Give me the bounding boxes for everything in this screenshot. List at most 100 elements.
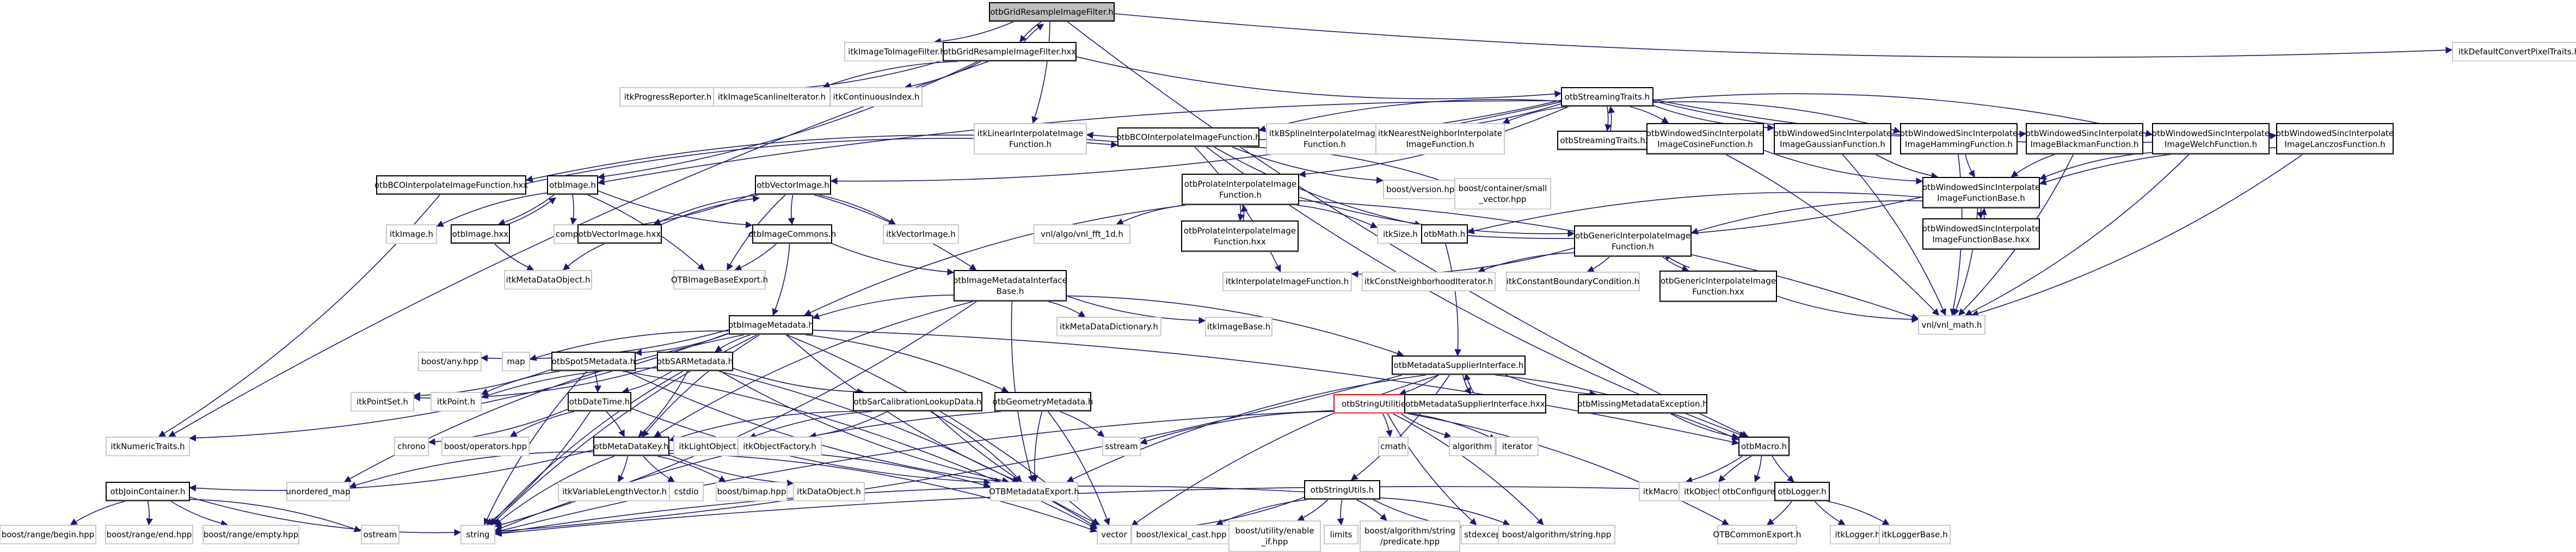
graph-node-boost-enable-if[interactable]: boost/utility/enable _if.hpp	[1228, 520, 1321, 552]
graph-node-generic-h[interactable]: otbGenericInterpolateImage Function.h	[1574, 225, 1692, 257]
graph-node-boost-range-end[interactable]: boost/range/end.hpp	[105, 525, 193, 544]
graph-node-ostream[interactable]: ostream	[361, 525, 399, 544]
graph-node-itk-nearest[interactable]: itkNearestNeighborInterpolate ImageFunct…	[1375, 123, 1505, 155]
include-edge	[1258, 99, 1561, 132]
graph-node-itk-interp-fn[interactable]: itkInterpolateImageFunction.h	[1222, 272, 1352, 291]
graph-node-boost-bimap[interactable]: boost/bimap.hpp	[716, 482, 788, 501]
graph-node-boost-any[interactable]: boost/any.hpp	[418, 352, 482, 371]
graph-node-streaming-traits-hxx[interactable]: otbStreamingTraits.hxx	[1557, 131, 1658, 150]
graph-node-bco-h[interactable]: otbBCOInterpolateImageFunction.h	[1116, 127, 1261, 147]
graph-node-otb-math[interactable]: otbMath.h	[1421, 224, 1468, 244]
graph-node-otb-image[interactable]: otbImage.h	[547, 175, 598, 195]
graph-node-ws-base-hxx[interactable]: otbWindowedSincInterpolate ImageFunction…	[1922, 218, 2040, 250]
graph-node-root[interactable]: otbGridResampleImageFilter.h	[989, 2, 1115, 22]
graph-node-imd-interface-base[interactable]: otbImageMetadataInterface Base.h	[953, 270, 1067, 302]
graph-node-itk-logger-base[interactable]: itkLoggerBase.h	[1879, 525, 1951, 544]
graph-node-itk-meta-data-dictionary[interactable]: itkMetaDataDictionary.h	[1056, 317, 1161, 336]
graph-node-bco-hxx[interactable]: otbBCOInterpolateImageFunction.hxx	[374, 175, 528, 195]
graph-node-itk-size[interactable]: itkSize.h	[1377, 224, 1424, 244]
graph-node-chrono[interactable]: chrono	[394, 437, 429, 456]
graph-node-ws-gaussian[interactable]: otbWindowedSincInterpolate ImageGaussian…	[1774, 123, 1891, 155]
graph-node-itk-progress-reporter[interactable]: itkProgressReporter.h	[619, 87, 716, 107]
graph-node-otb-image-hxx[interactable]: otbImage.hxx	[451, 224, 510, 244]
graph-node-prolate-h[interactable]: otbProlateInterpolateImage Function.h	[1182, 174, 1299, 205]
include-edge	[631, 408, 991, 486]
graph-node-itk-numeric-traits[interactable]: itkNumericTraits.h	[106, 437, 190, 456]
graph-node-itk-b-spline[interactable]: itkBSplineInterpolateImage Function.h	[1266, 123, 1384, 155]
graph-node-itk-image-base[interactable]: itkImageBase.h	[1205, 317, 1272, 336]
graph-node-itk-const-boundary[interactable]: itkConstantBoundaryCondition.h	[1506, 272, 1640, 291]
graph-node-boost-range-begin[interactable]: boost/range/begin.hpp	[0, 525, 96, 544]
graph-node-string[interactable]: string	[460, 525, 495, 544]
graph-node-ws-cosine[interactable]: otbWindowedSincInterpolate ImageCosineFu…	[1646, 123, 1764, 155]
graph-node-itk-continuous-index[interactable]: itkContinuousIndex.h	[830, 87, 923, 107]
graph-node-image-metadata[interactable]: otbImageMetadata.h	[728, 315, 814, 335]
graph-node-md-supplier[interactable]: otbMetadataSupplierInterface.h	[1392, 355, 1526, 375]
graph-node-sar-metadata[interactable]: otbSARMetadata.h	[657, 352, 733, 371]
graph-node-ws-hamming[interactable]: otbWindowedSincInterpolate ImageHammingF…	[1900, 123, 2018, 155]
graph-node-streaming-traits[interactable]: otbStreamingTraits.h	[1561, 87, 1653, 107]
graph-node-vnl-fft[interactable]: vnl/algo/vnl_fft_1d.h	[1034, 224, 1130, 244]
graph-node-sar-calib[interactable]: otbSarCalibrationLookupData.h	[853, 392, 982, 412]
graph-node-string-utils[interactable]: otbStringUtils.h	[1304, 480, 1380, 500]
graph-node-boost-predicate[interactable]: boost/algorithm/string /predicate.hpp	[1360, 520, 1460, 552]
graph-node-cmath[interactable]: cmath	[1378, 437, 1409, 456]
graph-node-itk-image-scanline-iterator[interactable]: itkImageScanlineIterator.h	[713, 87, 831, 107]
graph-node-otb-metadata-export[interactable]: OTBMetadataExport.h	[989, 482, 1079, 501]
graph-node-otb-vector-image[interactable]: otbVectorImage.h	[755, 175, 831, 195]
graph-node-limits[interactable]: limits	[1324, 525, 1358, 544]
graph-node-algorithm[interactable]: algorithm	[1449, 437, 1496, 456]
graph-node-otb-logger[interactable]: otbLogger.h	[1774, 482, 1830, 501]
graph-node-unordered-map[interactable]: unordered_map	[286, 482, 351, 501]
graph-node-image-commons[interactable]: otbImageCommons.h	[748, 224, 836, 244]
graph-node-missing-md[interactable]: otbMissingMetadataException.h	[1577, 394, 1708, 414]
graph-node-boost-version[interactable]: boost/version.hpp	[1383, 180, 1463, 199]
graph-node-itk-point-set[interactable]: itkPointSet.h	[351, 392, 414, 412]
graph-node-map[interactable]: map	[502, 352, 530, 371]
graph-node-geom-metadata[interactable]: otbGeometryMetadata.h	[993, 392, 1093, 412]
graph-node-itk-point[interactable]: itkPoint.h	[431, 392, 482, 412]
graph-node-itk-image[interactable]: itkImage.h	[386, 224, 437, 244]
graph-node-otb-vector-image-hxx[interactable]: otbVectorImage.hxx	[577, 224, 662, 244]
graph-node-prolate-hxx[interactable]: otbProlateInterpolateImage Function.hxx	[1181, 220, 1299, 252]
graph-node-date-time[interactable]: otbDateTime.h	[568, 392, 631, 412]
graph-node-itk-image-to-image-filter[interactable]: itkImageToImageFilter.h	[844, 42, 949, 62]
graph-node-ws-welch[interactable]: otbWindowedSincInterpolate ImageWelchFun…	[2152, 123, 2270, 155]
graph-node-iterator[interactable]: iterator	[1496, 437, 1539, 456]
graph-node-boost-operators[interactable]: boost/operators.hpp	[441, 437, 530, 456]
graph-node-itk-v-l-v[interactable]: itkVariableLengthVector.h	[558, 482, 671, 501]
graph-node-otb-macro[interactable]: otbMacro.h	[1738, 437, 1790, 456]
graph-node-vnl-math[interactable]: vnl/vnl_math.h	[1918, 315, 1985, 335]
include-edge	[813, 329, 1739, 446]
graph-node-ws-lanczos[interactable]: otbWindowedSincInterpolate ImageLanczosF…	[2276, 123, 2394, 155]
include-edge	[497, 194, 555, 226]
graph-node-itk-default-convert-pixel-traits[interactable]: itkDefaultConvertPixelTraits.h	[2452, 42, 2576, 62]
graph-node-itk-data-object[interactable]: itkDataObject.h	[793, 482, 865, 501]
graph-node-itk-const-neigh[interactable]: itkConstNeighborhoodIterator.h	[1362, 272, 1496, 291]
graph-node-sstream[interactable]: sstream	[1102, 437, 1141, 456]
graph-node-cstdio[interactable]: cstdio	[669, 482, 704, 501]
graph-node-meta-data-key[interactable]: otbMetaDataKey.h	[593, 437, 669, 456]
graph-node-boost-lexical-cast[interactable]: boost/lexical_cast.hpp	[1131, 525, 1232, 544]
graph-node-itk-object-factory[interactable]: itkObjectFactory.h	[737, 437, 822, 456]
graph-node-itk-meta-data-object[interactable]: itkMetaDataObject.h	[504, 270, 592, 290]
graph-node-ws-base[interactable]: otbWindowedSincInterpolate ImageFunction…	[1922, 177, 2040, 208]
graph-node-itk-linear-interp[interactable]: itkLinearInterpolateImage Function.h	[974, 123, 1087, 155]
graph-node-vector[interactable]: vector	[1097, 525, 1132, 544]
graph-node-join-container[interactable]: otbJoinContainer.h	[106, 482, 190, 501]
graph-node-grid-hxx[interactable]: otbGridResampleImageFilter.hxx	[943, 42, 1077, 62]
graph-node-boost-small-vector[interactable]: boost/container/small _vector.hpp	[1454, 178, 1551, 210]
graph-node-boost-range-empty[interactable]: boost/range/empty.hpp	[202, 525, 299, 544]
graph-node-spot5[interactable]: otbSpot5Metadata.h	[551, 352, 636, 371]
graph-node-otb-common-export[interactable]: OTBCommonExport.h	[1713, 525, 1801, 544]
graph-node-md-supplier-hxx[interactable]: otbMetadataSupplierInterface.hxx	[1404, 394, 1546, 414]
graph-node-otb-image-base-export[interactable]: OTBImageBaseExport.h	[671, 270, 768, 290]
include-edge	[1754, 456, 1762, 483]
graph-node-itk-light-object[interactable]: itkLightObject.h	[673, 437, 749, 456]
graph-node-boost-alg-string[interactable]: boost/algorithm/string.hpp	[1498, 525, 1615, 544]
graph-node-itk-logger[interactable]: itkLogger.h	[1830, 525, 1885, 544]
graph-node-generic-hxx[interactable]: otbGenericInterpolateImage Function.hxx	[1659, 271, 1777, 302]
include-edge	[1031, 21, 1050, 124]
graph-node-itk-vector-image[interactable]: itkVectorImage.h	[883, 224, 959, 244]
graph-node-ws-blackman[interactable]: otbWindowedSincInterpolate ImageBlackman…	[2026, 123, 2143, 155]
